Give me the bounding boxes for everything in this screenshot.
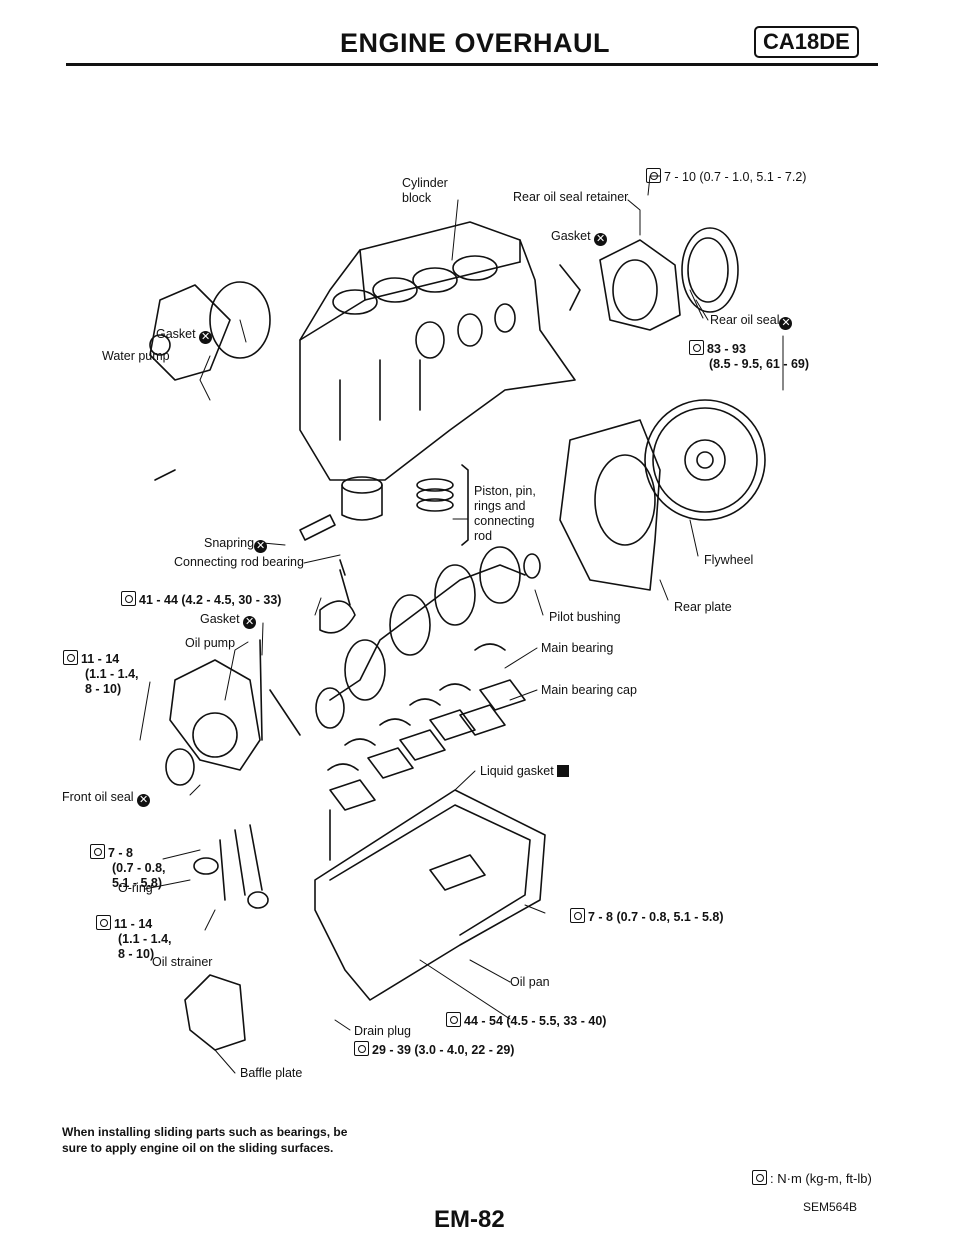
label-gasket-oil-pump: Gasket ✕ xyxy=(200,612,257,629)
torque-spec-drain-plug: 29 - 39 (3.0 - 4.0, 22 - 29) xyxy=(354,1041,514,1058)
oil-pump xyxy=(165,639,301,786)
oil-strainer xyxy=(193,824,269,909)
label-rear-oil-seal-retainer: Rear oil seal retainer xyxy=(513,190,629,204)
label-o-ring: O-ring xyxy=(118,881,153,895)
water-pump xyxy=(149,281,271,481)
label-snapring: Snapring✕ xyxy=(204,536,268,553)
baffle-plate xyxy=(184,974,246,1051)
page-number: EM-82 xyxy=(434,1206,505,1233)
label-gasket-rear: Gasket ✕ xyxy=(551,229,608,246)
torque-wrench-icon xyxy=(752,1170,767,1185)
torque-spec-strainer: 7 - 8(0.7 - 0.8,5.1 - 5.8) xyxy=(90,844,166,891)
torque-wrench-icon xyxy=(90,844,105,859)
label-connecting-rod-bearing: Connecting rod bearing xyxy=(174,555,304,569)
torque-spec-conrod: 41 - 44 (4.2 - 4.5, 30 - 33) xyxy=(121,591,281,608)
torque-legend: : N·m (kg-m, ft-lb) xyxy=(752,1170,872,1186)
label-main-bearing: Main bearing xyxy=(541,641,614,655)
page-title: ENGINE OVERHAUL xyxy=(340,28,611,58)
rear-oil-seal-retainer xyxy=(559,239,681,331)
torque-wrench-icon xyxy=(354,1041,369,1056)
torque-wrench-icon xyxy=(96,915,111,930)
label-liquid-gasket: Liquid gasket xyxy=(480,764,569,779)
main-bearings xyxy=(327,643,506,771)
label-pilot-bushing: Pilot bushing xyxy=(549,610,621,624)
figure-reference-code: SEM564B xyxy=(803,1200,858,1214)
label-oil-pan: Oil pan xyxy=(510,975,550,989)
flywheel xyxy=(644,399,766,521)
label-main-bearing-cap: Main bearing cap xyxy=(541,683,637,697)
label-drain-plug: Drain plug xyxy=(354,1024,411,1038)
replace-part-icon: ✕ xyxy=(254,540,268,553)
replace-part-icon: ✕ xyxy=(199,331,213,344)
oil-application-note: When installing sliding parts such as be… xyxy=(62,1125,348,1155)
label-gasket-water-pump: Gasket ✕ xyxy=(156,327,213,344)
torque-wrench-icon xyxy=(63,650,78,665)
label-oil-strainer: Oil strainer xyxy=(152,955,213,969)
replace-part-icon: ✕ xyxy=(779,317,793,330)
piston xyxy=(299,464,469,546)
cylinder-block xyxy=(299,221,576,481)
label-cylinder-block: Cylinder block xyxy=(402,176,448,205)
torque-spec-flywheel: 83 - 93(8.5 - 9.5, 61 - 69) xyxy=(689,340,809,372)
torque-wrench-icon xyxy=(689,340,704,355)
liquid-gasket-icon xyxy=(556,765,569,777)
header-rule xyxy=(66,63,878,66)
connecting-rod xyxy=(319,559,356,634)
replace-part-icon: ✕ xyxy=(243,616,257,629)
label-rear-plate: Rear plate xyxy=(674,600,732,614)
label-flywheel: Flywheel xyxy=(704,553,754,567)
engine-model-badge: CA18DE xyxy=(754,26,859,58)
torque-spec-oil-pan: 7 - 8 (0.7 - 0.8, 5.1 - 5.8) xyxy=(570,908,723,925)
rear-oil-seal xyxy=(681,227,739,313)
torque-wrench-icon xyxy=(646,168,661,183)
torque-spec-oil-pump: 11 - 14(1.1 - 1.4,8 - 10) xyxy=(63,650,139,697)
oil-pan xyxy=(314,789,546,1001)
torque-wrench-icon xyxy=(446,1012,461,1027)
label-baffle-plate: Baffle plate xyxy=(240,1066,303,1080)
label-oil-pump: Oil pump xyxy=(185,636,236,650)
label-piston-group: Piston, pin, rings and connecting rod xyxy=(474,484,536,543)
torque-wrench-icon xyxy=(570,908,585,923)
label-front-oil-seal: Front oil seal ✕ xyxy=(62,790,151,807)
replace-part-icon: ✕ xyxy=(137,794,151,807)
leader-lines xyxy=(139,175,784,1074)
rear-plate xyxy=(559,419,661,591)
replace-part-icon: ✕ xyxy=(594,233,608,246)
torque-wrench-icon xyxy=(121,591,136,606)
label-rear-oil-seal: Rear oil seal✕ xyxy=(710,313,793,330)
torque-spec-strainer-2: 11 - 14(1.1 - 1.4,8 - 10) xyxy=(96,915,172,962)
torque-spec-rear-retainer: 7 - 10 (0.7 - 1.0, 5.1 - 7.2) xyxy=(646,168,806,185)
label-water-pump: Water pump xyxy=(102,349,170,363)
torque-spec-oil-pan-bolt: 44 - 54 (4.5 - 5.5, 33 - 40) xyxy=(446,1012,606,1029)
main-bearing-caps xyxy=(329,679,526,811)
crankshaft xyxy=(315,546,541,729)
